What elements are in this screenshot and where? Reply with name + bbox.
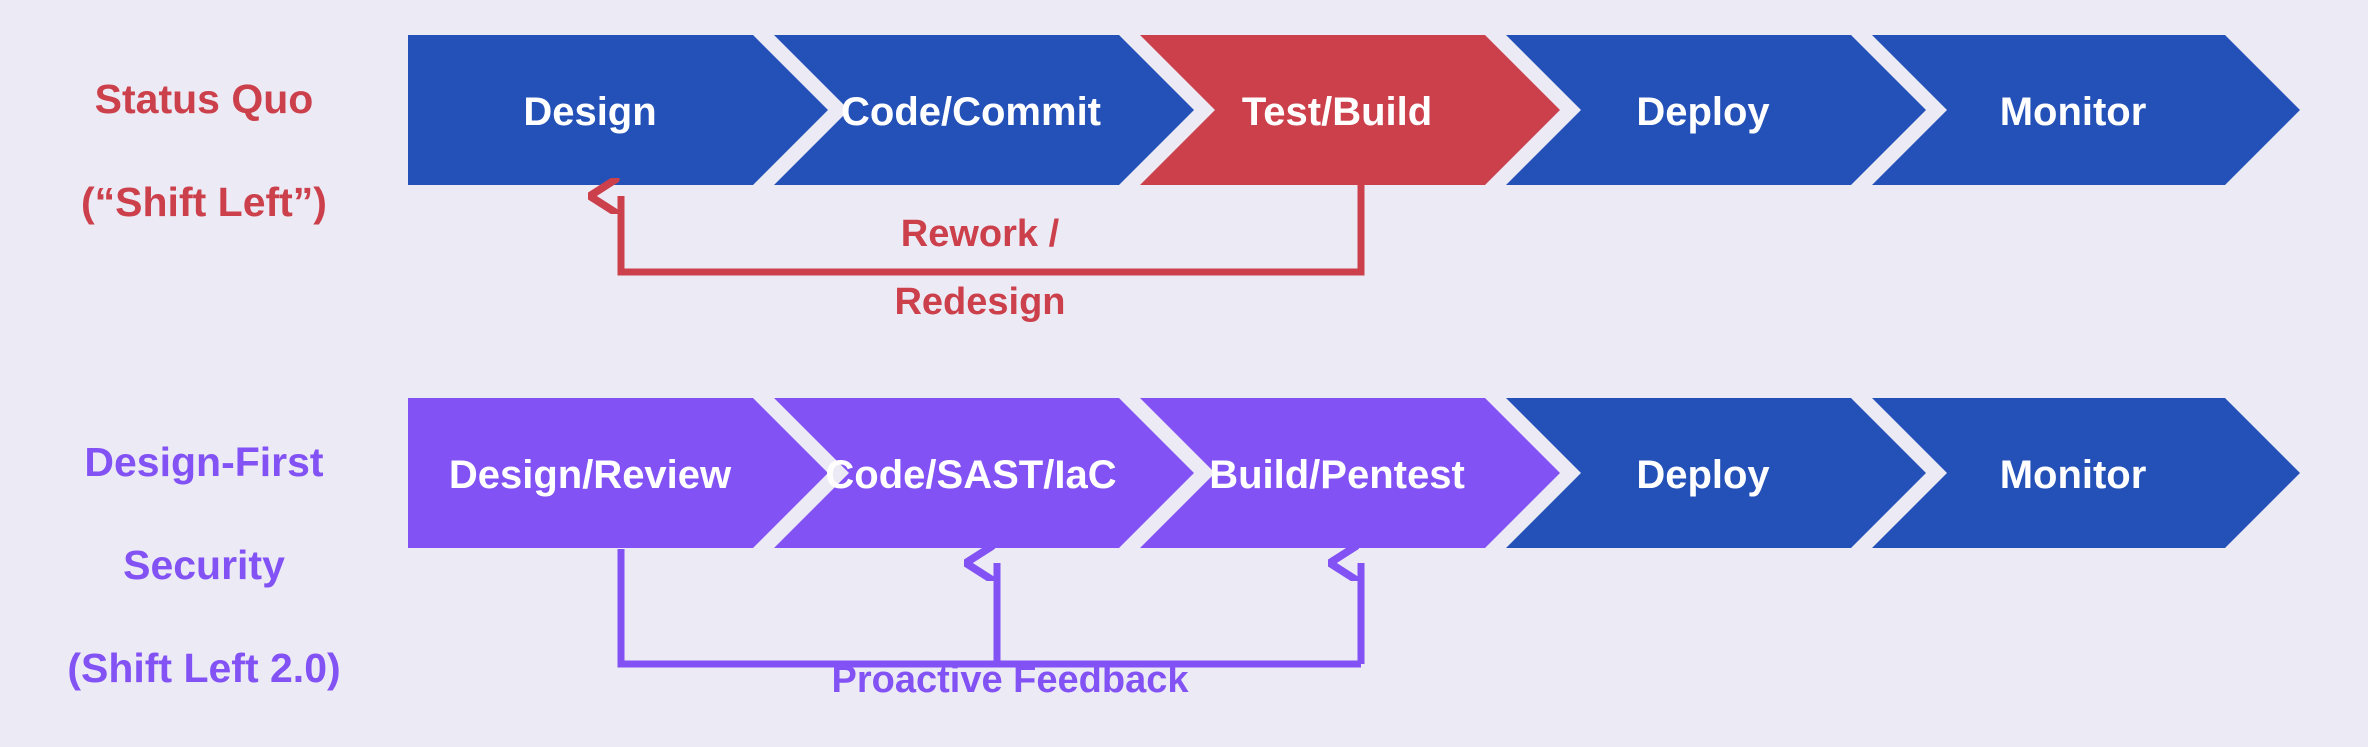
pipeline-stage-label: Deploy	[1636, 90, 1770, 134]
pipeline-stage-deploy[interactable]	[1506, 398, 1926, 548]
proactive-loop-path	[617, 549, 1361, 668]
row-label-status-quo: Status Quo (“Shift Left”)	[18, 22, 390, 280]
pipeline-stage-label: Code/SAST/IaC	[825, 453, 1116, 497]
row-label-line: Design-First	[84, 438, 324, 485]
pipeline-stage-label: Design/Review	[449, 453, 732, 497]
pipeline-stage-label: Deploy	[1636, 453, 1770, 497]
pipeline-stage-design-review[interactable]	[408, 398, 828, 548]
pipeline-stage-monitor[interactable]	[1872, 398, 2300, 548]
pipeline-stage-design[interactable]	[408, 35, 828, 185]
pipeline-stage-label: Monitor	[2000, 90, 2147, 134]
row-label-line: Status Quo	[94, 75, 314, 122]
pipeline-stage-code-sast-iac[interactable]	[774, 398, 1194, 548]
row-label-line: (Shift Left 2.0)	[67, 645, 341, 692]
pipeline-stage-label: Code/Commit	[841, 90, 1101, 134]
row-label-design-first: Design-First Security (Shift Left 2.0)	[18, 385, 390, 747]
pipeline-stage-deploy[interactable]	[1506, 35, 1926, 185]
pipeline-design-first: Design/Review Code/SAST/IaC Build/Pentes…	[408, 398, 2308, 548]
pipeline-stage-code-commit[interactable]	[774, 35, 1194, 185]
pipeline-stage-build-pentest[interactable]	[1140, 398, 1560, 548]
rework-label: Rework / Redesign	[760, 212, 1200, 325]
pipeline-status-quo: Design Code/Commit Test/Build Deploy Mon…	[408, 35, 2308, 185]
rework-label-line: Rework /	[900, 213, 1060, 255]
pipeline-stage-test-build[interactable]	[1140, 35, 1560, 185]
row-label-line: Security	[123, 541, 285, 588]
pipeline-stage-label: Design	[523, 90, 656, 134]
pipeline-stage-monitor[interactable]	[1872, 35, 2300, 185]
row-label-line: (“Shift Left”)	[81, 178, 327, 225]
pipeline-stage-label: Build/Pentest	[1209, 453, 1465, 497]
pipeline-stage-label: Monitor	[2000, 453, 2147, 497]
rework-label-line: Redesign	[894, 280, 1066, 323]
pipeline-stage-label: Test/Build	[1242, 90, 1432, 134]
proactive-feedback-label: Proactive Feedback	[831, 659, 1189, 701]
